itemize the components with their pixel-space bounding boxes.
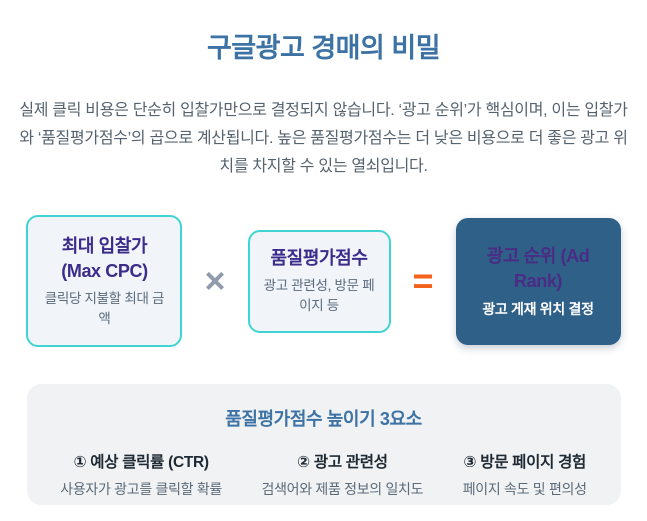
equals-operator-icon: = xyxy=(412,260,434,301)
formula-box-title: 최대 입찰가 (Max CPC) xyxy=(61,235,148,281)
factor-expected-ctr: ① 예상 클릭률 (CTR) 사용자가 광고를 클릭할 확률 xyxy=(60,450,222,499)
formula-box-max-cpc: 최대 입찰가 (Max CPC) 클릭당 지불할 최대 금액 xyxy=(26,215,183,347)
multiply-operator-icon: × xyxy=(204,260,226,301)
formula-row: 최대 입찰가 (Max CPC) 클릭당 지불할 최대 금액 × 품질평가점수 … xyxy=(0,214,647,348)
page-title: 구글광고 경매의 비밀 xyxy=(206,33,441,63)
factors-row: ① 예상 클릭률 (CTR) 사용자가 광고를 클릭할 확률 ② 광고 관련성 … xyxy=(27,450,621,499)
formula-box-description: 광고 게재 위치 결정 xyxy=(482,300,594,317)
formula-box-ad-rank: 광고 순위 (Ad Rank) 광고 게재 위치 결정 xyxy=(455,217,621,345)
factor-label: ③ 방문 페이지 경험 xyxy=(463,454,586,471)
factor-description: 검색어와 제품 정보의 일치도 xyxy=(261,481,424,497)
formula-box-description: 클릭당 지불할 최대 금액 xyxy=(44,290,165,326)
formula-box-title: 품질평가점수 xyxy=(270,248,368,268)
factor-landing-page-experience: ③ 방문 페이지 경험 페이지 속도 및 편의성 xyxy=(463,450,587,499)
factor-ad-relevance: ② 광고 관련성 검색어와 제품 정보의 일치도 xyxy=(261,450,423,499)
factor-label: ① 예상 클릭률 (CTR) xyxy=(73,454,209,471)
formula-box-quality-score: 품질평가점수 광고 관련성, 방문 페이지 등 xyxy=(247,229,391,333)
factor-label: ② 광고 관련성 xyxy=(297,454,388,471)
intro-paragraph: 실제 클릭 비용은 단순히 입찰가만으로 결정되지 않습니다. ‘광고 순위’가… xyxy=(19,102,628,175)
factor-description: 페이지 속도 및 편의성 xyxy=(462,481,587,497)
factors-panel-title: 품질평가점수 높이기 3요소 xyxy=(225,409,422,429)
formula-box-description: 광고 관련성, 방문 페이지 등 xyxy=(263,278,375,313)
quality-score-factors-panel: 품질평가점수 높이기 3요소 ① 예상 클릭률 (CTR) 사용자가 광고를 클… xyxy=(26,384,621,505)
formula-box-title: 광고 순위 (Ad Rank) xyxy=(486,245,590,291)
factor-description: 사용자가 광고를 클릭할 확률 xyxy=(60,481,222,497)
